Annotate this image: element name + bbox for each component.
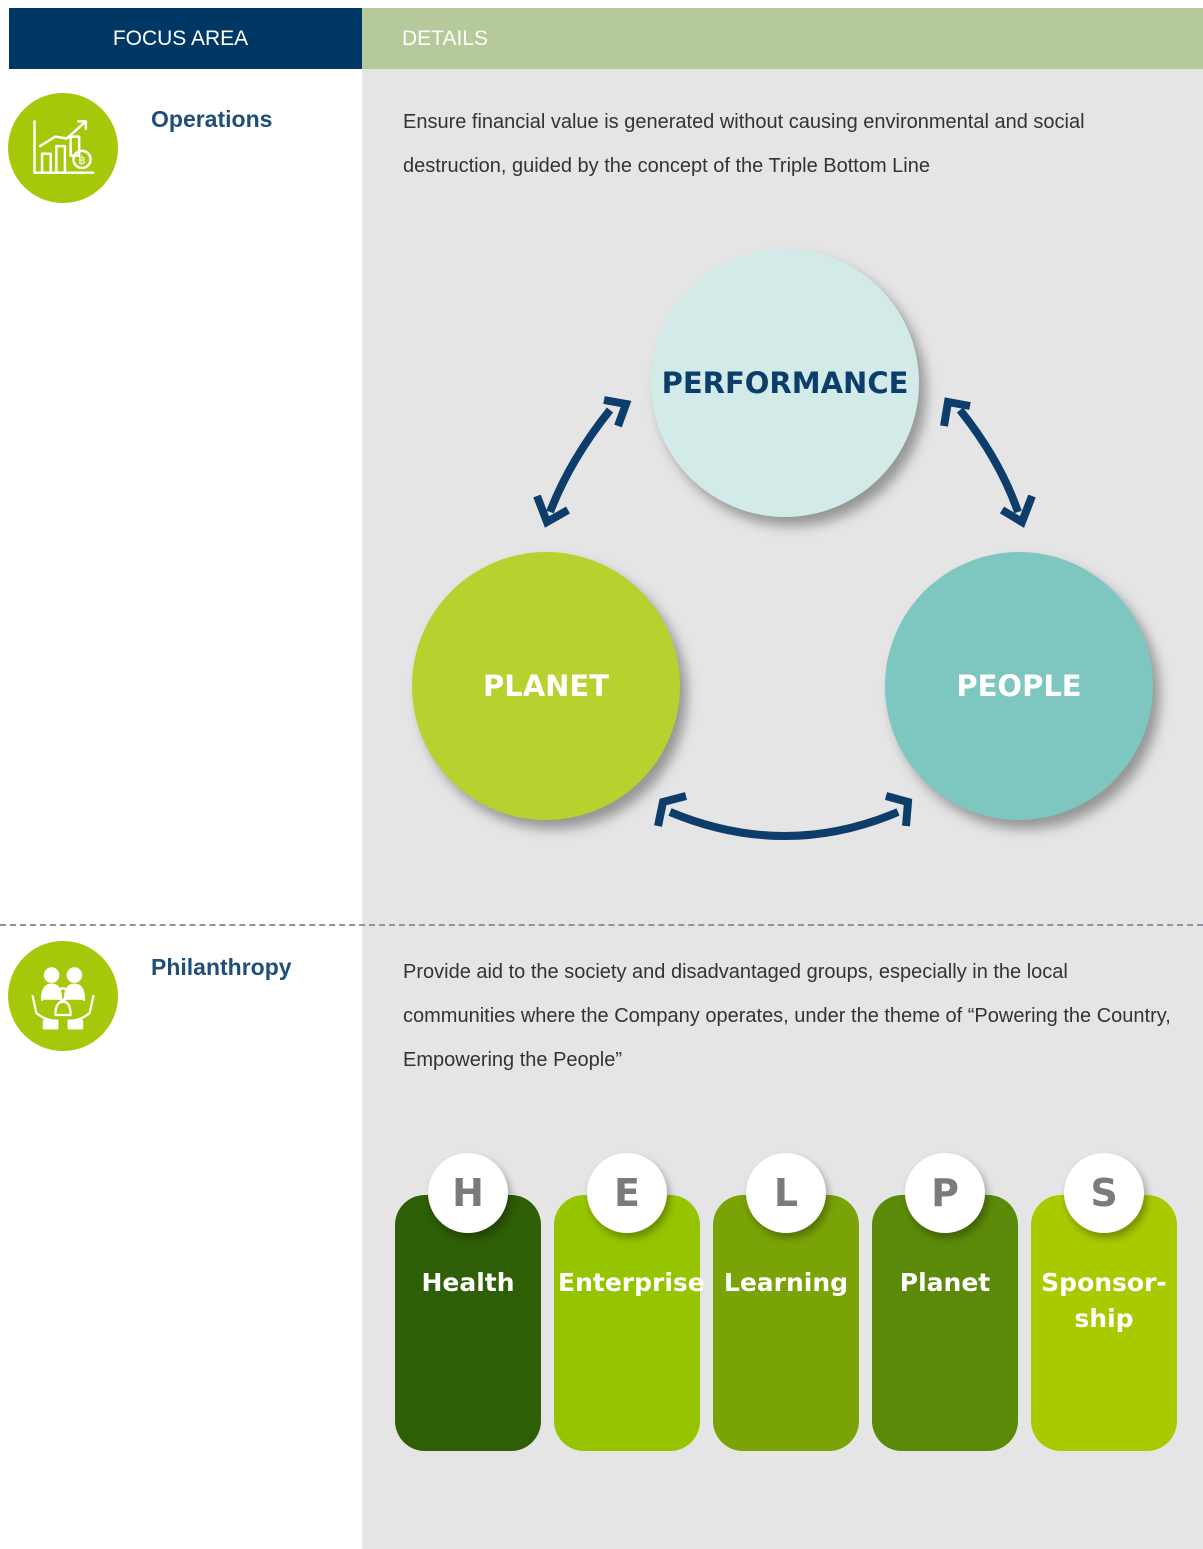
pillar-letter: S — [1064, 1153, 1144, 1233]
arrowhead-5 — [654, 792, 688, 827]
pillar-word: Sponsor-ship — [1041, 1268, 1167, 1333]
focus-title-operations: Operations — [151, 106, 273, 132]
pillar-word: Enterprise — [558, 1268, 705, 1297]
header-focus-area: FOCUS AREA — [9, 8, 362, 69]
pillar-word: Planet — [899, 1268, 991, 1297]
operations-description: Ensure financial value is generated with… — [403, 111, 1085, 177]
circle-people: PEOPLE — [885, 552, 1153, 820]
arrowhead-2 — [533, 494, 570, 528]
circle-performance-label: PERFORMANCE — [661, 366, 909, 400]
pillar-word: Learning — [723, 1268, 849, 1297]
header-details-label: DETAILS — [402, 26, 488, 50]
growth-chart-coin-icon: ฿ — [8, 93, 118, 203]
arrowhead-6 — [884, 792, 913, 827]
pillar-letter: H — [428, 1153, 508, 1233]
triple-bottom-line-arrows — [533, 396, 1036, 840]
pillar-sponsorship: Sponsor-ship — [1031, 1195, 1177, 1451]
arrow-planet-people — [668, 808, 900, 840]
arrowhead-4 — [999, 494, 1036, 528]
circle-planet-label: PLANET — [482, 669, 610, 703]
family-care-hands-icon — [8, 941, 118, 1051]
philanthropy-description: Provide aid to the society and disadvant… — [403, 961, 1171, 1071]
section-divider — [0, 924, 1203, 926]
pillar-letter: P — [905, 1153, 985, 1233]
pillar-planet: Planet — [872, 1195, 1018, 1451]
header-focus-area-label: FOCUS AREA — [112, 26, 249, 50]
pillar-learning: Learning — [713, 1195, 859, 1451]
arrow-performance-people — [956, 407, 1022, 514]
circle-people-label: PEOPLE — [956, 669, 1082, 703]
arrow-performance-planet — [546, 407, 614, 514]
circle-performance: PERFORMANCE — [651, 249, 919, 517]
arrowhead-1 — [603, 396, 632, 428]
arrowhead-3 — [940, 397, 971, 427]
pillar-letter: L — [746, 1153, 826, 1233]
circle-planet: PLANET — [412, 552, 680, 820]
pillar-word: Health — [421, 1268, 515, 1297]
focus-title-philanthropy: Philanthropy — [151, 954, 292, 980]
pillar-letter: E — [587, 1153, 667, 1233]
header-details: DETAILS — [362, 8, 1203, 69]
pillar-health: Health — [395, 1195, 541, 1451]
svg-text:฿: ฿ — [78, 153, 85, 167]
pillar-enterprise: Enterprise — [554, 1195, 705, 1451]
